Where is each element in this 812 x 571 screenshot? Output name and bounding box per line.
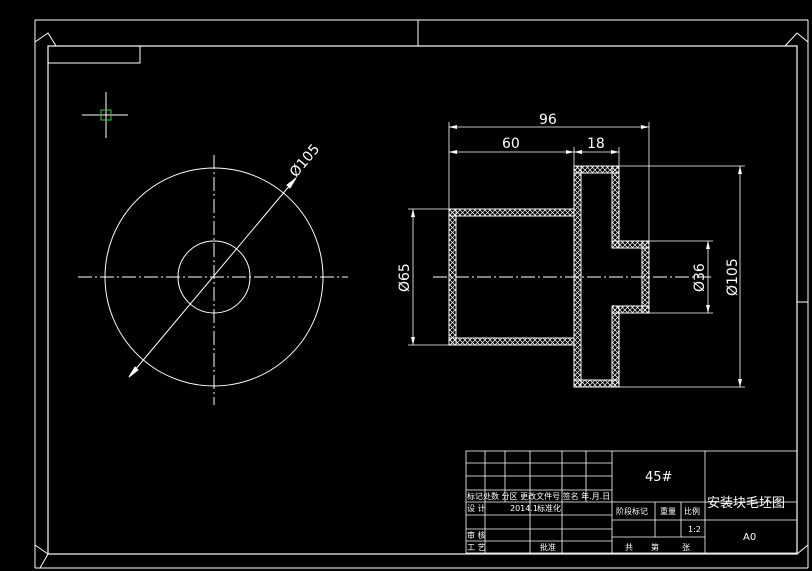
dim-flange-diameter: Ø105: [725, 258, 741, 296]
dim-bore-diameter: Ø36: [692, 263, 708, 292]
weight-label: 重量: [660, 506, 676, 516]
review-label: 审 核: [467, 530, 486, 540]
dimension-arrows: [411, 125, 742, 387]
front-diameter-label: Ø105: [287, 141, 324, 180]
dim-left-length: 60: [502, 136, 520, 152]
revision-row-labels: 标记处数 分区 更改文件号 签名 年.月.日: [467, 491, 610, 501]
section-view: [433, 165, 712, 388]
sheet-size-label: A0: [743, 532, 756, 543]
sheet-border: [34, 19, 809, 569]
sheets-label: 张: [682, 543, 690, 552]
total-label: 共: [625, 543, 633, 552]
drawing-title: 安装块毛坯图: [707, 496, 785, 511]
dim-right-length: 18: [587, 136, 605, 152]
scale-label: 比例: [684, 506, 700, 516]
approve-label: 批准: [540, 542, 556, 552]
scale-value: 1:2: [688, 525, 701, 534]
material-label: 45#: [645, 470, 672, 485]
front-view: [78, 155, 348, 405]
dimension-lines: [408, 122, 745, 388]
design-date: 2014.1: [510, 504, 538, 513]
design-label: 设 计: [467, 503, 486, 513]
dim-overall-length: 96: [539, 112, 557, 128]
process-label: 工 艺: [467, 543, 486, 552]
sheet-label: 第: [651, 542, 659, 552]
stage-mark-label: 阶段标记: [616, 506, 648, 516]
standardize-label: 标准化: [537, 503, 561, 513]
crosshair-cursor-icon[interactable]: [82, 92, 128, 138]
dim-left-diameter: Ø65: [397, 263, 413, 292]
title-block: [465, 450, 798, 554]
